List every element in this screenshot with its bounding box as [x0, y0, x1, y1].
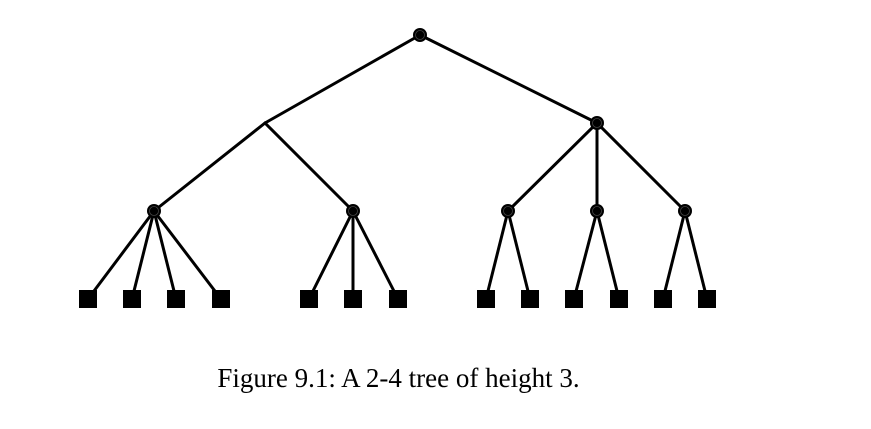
edge-a1-leaf-3 — [152, 209, 178, 301]
tree-nodes — [147, 28, 692, 218]
tree-node-b1 — [501, 204, 515, 218]
edge-b-b3 — [595, 121, 687, 213]
tree-node-b2 — [590, 204, 604, 218]
tree-leaf-6 — [344, 290, 362, 308]
edge-b2-leaf-11 — [595, 209, 621, 301]
tree-leaf-9 — [521, 290, 539, 308]
edge-b1-leaf-9 — [506, 209, 532, 301]
tree-leaf-4 — [212, 290, 230, 308]
tree-node-ring-b1 — [503, 206, 513, 216]
tree-leaf-5 — [300, 290, 318, 308]
tree-node-root — [413, 28, 427, 42]
edge-b-b1 — [506, 121, 599, 213]
tree-leaf-1 — [79, 290, 97, 308]
tree-leaves — [79, 290, 716, 308]
tree-leaf-12 — [654, 290, 672, 308]
edge-root-a — [263, 33, 422, 125]
tree-leaf-11 — [610, 290, 628, 308]
tree-node-ring-b — [592, 118, 602, 128]
tree-node-ring-a1 — [149, 206, 159, 216]
tree-node-a1 — [147, 204, 161, 218]
figure-caption: Figure 9.1: A 2-4 tree of height 3. — [217, 363, 580, 393]
tree-node-ring-root — [415, 30, 425, 40]
edge-b2-leaf-10 — [572, 209, 599, 301]
tree-leaf-10 — [565, 290, 583, 308]
edge-root-b — [418, 33, 599, 125]
tree-leaf-7 — [389, 290, 407, 308]
edge-b1-leaf-8 — [484, 209, 510, 301]
edge-a2-leaf-5 — [307, 209, 355, 301]
tree-leaf-8 — [477, 290, 495, 308]
tree-node-a2 — [346, 204, 360, 218]
tree-node-b3 — [678, 204, 692, 218]
edge-b3-leaf-13 — [683, 209, 709, 301]
tree-node-b — [590, 116, 604, 130]
edge-a-a1 — [152, 121, 267, 213]
edge-a1-leaf-4 — [152, 209, 223, 301]
edge-a-a2 — [263, 121, 355, 213]
edge-b3-leaf-12 — [661, 209, 687, 301]
tree-diagram — [79, 28, 716, 308]
tree-leaf-3 — [167, 290, 185, 308]
tree-leaf-13 — [698, 290, 716, 308]
edge-a1-leaf-2 — [130, 209, 156, 301]
edge-a2-leaf-7 — [351, 209, 400, 301]
tree-node-ring-b3 — [680, 206, 690, 216]
tree-leaf-2 — [123, 290, 141, 308]
tree-edges — [86, 33, 709, 301]
tree-node-ring-b2 — [592, 206, 602, 216]
edge-a1-leaf-1 — [86, 209, 156, 301]
tree-node-ring-a2 — [348, 206, 358, 216]
